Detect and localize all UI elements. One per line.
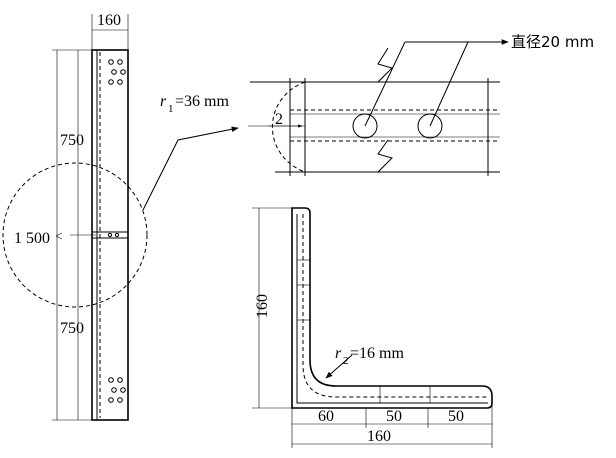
total-arrow bbox=[55, 232, 63, 240]
segment-1-label: 60 bbox=[318, 408, 334, 425]
splice-plate bbox=[91, 231, 129, 239]
break-line-bottom bbox=[377, 139, 393, 173]
hole-leader-1 bbox=[364, 41, 406, 127]
angle-section: 160 60 50 50 160 bbox=[252, 207, 493, 448]
radius-1-label: r 1 =36 mm bbox=[160, 93, 229, 115]
r1-subscript: 1 bbox=[168, 103, 174, 115]
r2-subscript: 2 bbox=[343, 355, 349, 367]
break-line-top bbox=[377, 47, 393, 83]
r2-leader bbox=[325, 354, 353, 379]
angle-height-label: 160 bbox=[254, 294, 271, 318]
r1-symbol: r bbox=[160, 93, 167, 110]
end-semicircle bbox=[271, 81, 306, 173]
bolt-hole-right bbox=[417, 113, 443, 139]
column-width-label: 160 bbox=[97, 12, 121, 29]
bottom-bolt-group bbox=[108, 377, 126, 403]
total-length-label: 1 500 bbox=[14, 230, 50, 247]
upper-length-label: 750 bbox=[60, 132, 84, 149]
column-elevation: 160 750 1 500 750 bbox=[2, 12, 148, 421]
angle-inner-line bbox=[296, 214, 488, 404]
horizontal-leg-ticks bbox=[379, 386, 431, 403]
r2-symbol: r bbox=[335, 345, 342, 362]
top-bolt-group bbox=[108, 59, 126, 85]
detail-circle bbox=[2, 162, 148, 308]
detail-leader bbox=[142, 126, 239, 211]
vertical-leg-ticks bbox=[297, 259, 310, 321]
total-width-label: 160 bbox=[367, 428, 391, 445]
r2-value: =16 mm bbox=[350, 345, 404, 362]
splice-hole-2 bbox=[114, 232, 120, 238]
section-marker: 2 bbox=[275, 111, 283, 128]
segment-2-label: 50 bbox=[386, 408, 402, 425]
angle-outline bbox=[291, 207, 493, 409]
bolt-hole-left bbox=[352, 113, 378, 139]
r1-value: =36 mm bbox=[175, 93, 229, 110]
segment-3-label: 50 bbox=[448, 408, 464, 425]
detail-view: 2 bbox=[248, 39, 509, 176]
hole-leader-2 bbox=[429, 41, 469, 127]
splice-hole-1 bbox=[107, 232, 113, 238]
angle-hidden-line bbox=[302, 214, 488, 398]
lower-length-label: 750 bbox=[60, 320, 84, 337]
hole-diameter-label: 直径20 mm bbox=[511, 33, 594, 51]
radius-2-label: r 2 =16 mm bbox=[335, 345, 404, 367]
